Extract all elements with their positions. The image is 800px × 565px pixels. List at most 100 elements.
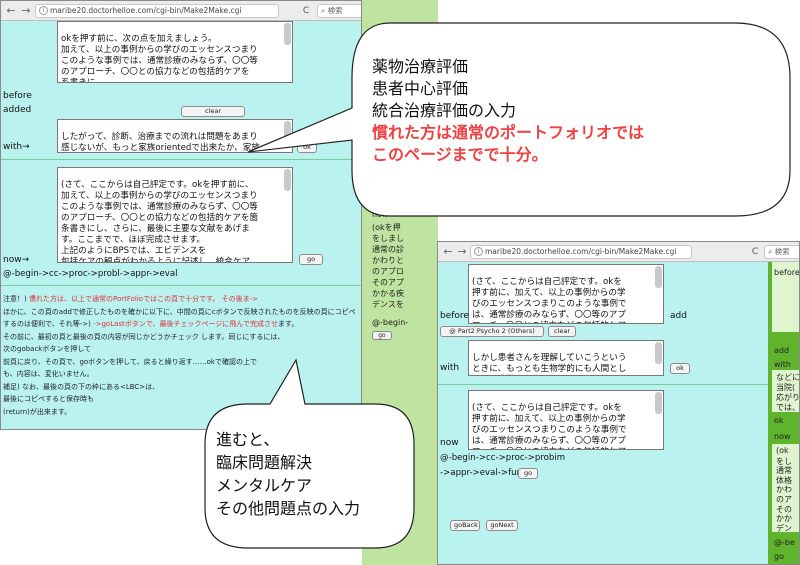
text-fragment: デン (776, 523, 792, 533)
go-button[interactable]: go (518, 468, 538, 479)
note-line: (return)が出来ます。 (3, 407, 72, 416)
address-bar[interactable]: i maribe20.doctorhelloe.com/cgi-bin/Make… (470, 245, 692, 259)
category-select[interactable]: @ Part2 Psycho 2 (Others) (440, 326, 544, 337)
flow-breadcrumb: @-begin->cc->proc->probl->appr->eval (3, 269, 178, 279)
reload-icon[interactable]: C (751, 247, 759, 257)
browser-toolbar: ← → i maribe20.doctorhelloe.com/cgi-bin/… (1, 1, 361, 21)
now-label: now (440, 438, 459, 448)
strip-go-button[interactable]: go (372, 331, 392, 340)
text-fragment: をしまし (372, 234, 404, 243)
note-line: も、内容は、変化いません。 (3, 370, 94, 378)
text-fragment: 通常 (776, 466, 792, 476)
address-bar-url: maribe20.doctorhelloe.com/cgi-bin/Make2M… (485, 247, 677, 256)
with-label: with→ (3, 142, 30, 152)
before-textarea[interactable]: okを押す前に、次の点を加えましょう。 加えて、以上の事例からの学びのエッセンス… (57, 21, 293, 83)
divider (1, 159, 361, 160)
text-fragment: のアプロ (372, 267, 404, 276)
callout-line: 患者中心評価 (372, 79, 469, 98)
forward-icon[interactable]: → (457, 245, 467, 258)
scrollbar[interactable] (655, 342, 662, 364)
text-fragment: かか (776, 514, 792, 524)
note-line: 前頁に戻り、その頁で、goボタンを押して、戻ると繰り返す……okで確認の上で (3, 357, 257, 366)
with-textarea[interactable]: したがって、診断、治療までの流れは問題をあまり 感じないが、もっと家族orien… (57, 119, 293, 153)
note-line: するのは便利で、それ等->) ->goLastボタンで、最後チェックページに飛ん… (3, 320, 299, 328)
scrollbar[interactable] (655, 392, 662, 414)
back-icon[interactable]: ← (6, 4, 16, 17)
go-button[interactable]: go (299, 254, 323, 265)
text-fragment: その (776, 504, 792, 514)
text-fragment: かわりと (372, 256, 404, 265)
clear-button[interactable]: clear (181, 106, 245, 117)
added-label: added (3, 105, 32, 115)
now-text: (さて、ここからは自己評定です。okを押す前に、 加えて、以上の事例からの学びの… (61, 180, 259, 263)
goback-button[interactable]: goBack (450, 520, 480, 531)
with-textarea[interactable]: しかし患者さんを理解していこうという ときに、もっとも生物学的にも人間とし ても… (468, 340, 664, 376)
browser-toolbar: ← → i maribe20.doctorhelloe.com/cgi-bin/… (438, 242, 799, 262)
search-field[interactable]: ⌕ 検索 (317, 4, 361, 18)
text-fragment: そのアプ (372, 278, 404, 287)
text-fragment: 応がり (776, 393, 800, 402)
callout-highlight-line: 慣れた方は通常のポートフォリオでは (372, 123, 645, 142)
forward-icon[interactable]: → (21, 4, 31, 17)
text-fragment: (ok (776, 446, 789, 455)
now-textarea[interactable]: (さて、ここからは自己評定です。okを押す前に、 加えて、以上の事例からの学びの… (57, 167, 293, 263)
info-icon: i (39, 6, 48, 15)
scrollbar[interactable] (284, 121, 291, 143)
ok-button[interactable]: ok (670, 363, 690, 374)
address-bar[interactable]: i maribe20.doctorhelloe.com/cgi-bin/Make… (35, 4, 279, 18)
divider (438, 384, 768, 385)
info-icon: i (474, 247, 483, 256)
note-line: ほかに、この頁のaddで修正したものを確かに以下に、中間の頁にcボタンで反映され… (3, 307, 356, 316)
before-text: okを押す前に、次の点を加えましょう。 加えて、以上の事例からの学びのエッセンス… (61, 34, 258, 83)
clear-button[interactable]: clear (548, 326, 576, 337)
search-placeholder: 検索 (774, 247, 790, 256)
side-flow: @-be (774, 538, 795, 547)
side-with-label: with (774, 360, 791, 369)
notes-block: 注意！) 慣れた方は、以上で通常のPortFolioではこの頁で十分です。 その… (3, 293, 356, 418)
callout-line: 統合治療評価の入力 (372, 101, 517, 120)
main-content: (さて、ここからは自己評定です。okを 押す前に、加えて、以上の事例からの学 び… (438, 262, 768, 564)
strip-flow: @-begin- (372, 318, 409, 327)
back-icon[interactable]: ← (443, 245, 453, 258)
note-line: 次のgobackボタンを押して (3, 345, 92, 353)
now-text: (さて、ここからは自己評定です。okを 押す前に、加えて、以上の事例からの学 び… (472, 403, 627, 449)
reload-icon[interactable]: C (302, 6, 310, 16)
search-field[interactable]: ⌕ 検索 (764, 245, 799, 259)
callout-top-text: 薬物治療評価患者中心評価統合治療評価の入力慣れた方は通常のポートフォリオではこの… (372, 56, 644, 166)
text-fragment: 体格 (776, 475, 792, 485)
text-fragment: では、 (776, 403, 800, 412)
add-label: add (670, 311, 687, 321)
callout-line: 臨床問題解決 (216, 453, 313, 472)
flow-breadcrumb: @-begin->cc->proc->probim (440, 453, 566, 463)
ok-button[interactable]: ok (297, 142, 317, 153)
text-fragment: (okを押 (372, 223, 401, 232)
callout-highlight-line: このページまでで十分。 (372, 145, 548, 164)
now-textarea[interactable]: (さて、ここからは自己評定です。okを 押す前に、加えて、以上の事例からの学 び… (468, 390, 664, 450)
text-fragment: デンスを (372, 300, 404, 309)
address-bar-url: maribe20.doctorhelloe.com/cgi-bin/Make2M… (50, 6, 242, 15)
divider (1, 285, 361, 286)
scrollbar[interactable] (655, 266, 662, 288)
scrollbar[interactable] (284, 23, 291, 45)
search-icon: ⌕ (768, 247, 773, 256)
side-now-label: now (774, 432, 791, 441)
top-textarea[interactable]: (さて、ここからは自己評定です。okを 押す前に、加えて、以上の事例からの学 び… (468, 264, 664, 324)
gonext-button[interactable]: goNext (486, 520, 518, 531)
side-panel-top (772, 262, 799, 332)
scrollbar[interactable] (284, 169, 291, 191)
side-ok-button[interactable]: ok (774, 416, 784, 425)
text-fragment: 通常の診 (372, 245, 404, 254)
side-go-button[interactable]: go (774, 552, 784, 561)
search-icon: ⌕ (321, 6, 326, 15)
callout-bottom-text: 進むと、臨床問題解決メンタルケアその他問題点の入力 (216, 428, 360, 520)
callout-line: 進むと、 (216, 430, 280, 449)
top-text: (さて、ここからは自己評定です。okを 押す前に、加えて、以上の事例からの学 び… (472, 277, 627, 323)
side-add-label: add (774, 346, 790, 355)
callout-line: メンタルケア (216, 476, 313, 495)
with-text: しかし患者さんを理解していこうという ときに、もっとも生物学的にも人間とし ても… (472, 353, 627, 374)
browser-window-front: ← → i maribe20.doctorhelloe.com/cgi-bin/… (437, 241, 800, 565)
before-label: before (3, 91, 32, 101)
before-label: before (440, 311, 469, 321)
with-text: したがって、診断、治療までの流れは問題をあまり 感じないが、もっと家族orien… (61, 132, 260, 153)
